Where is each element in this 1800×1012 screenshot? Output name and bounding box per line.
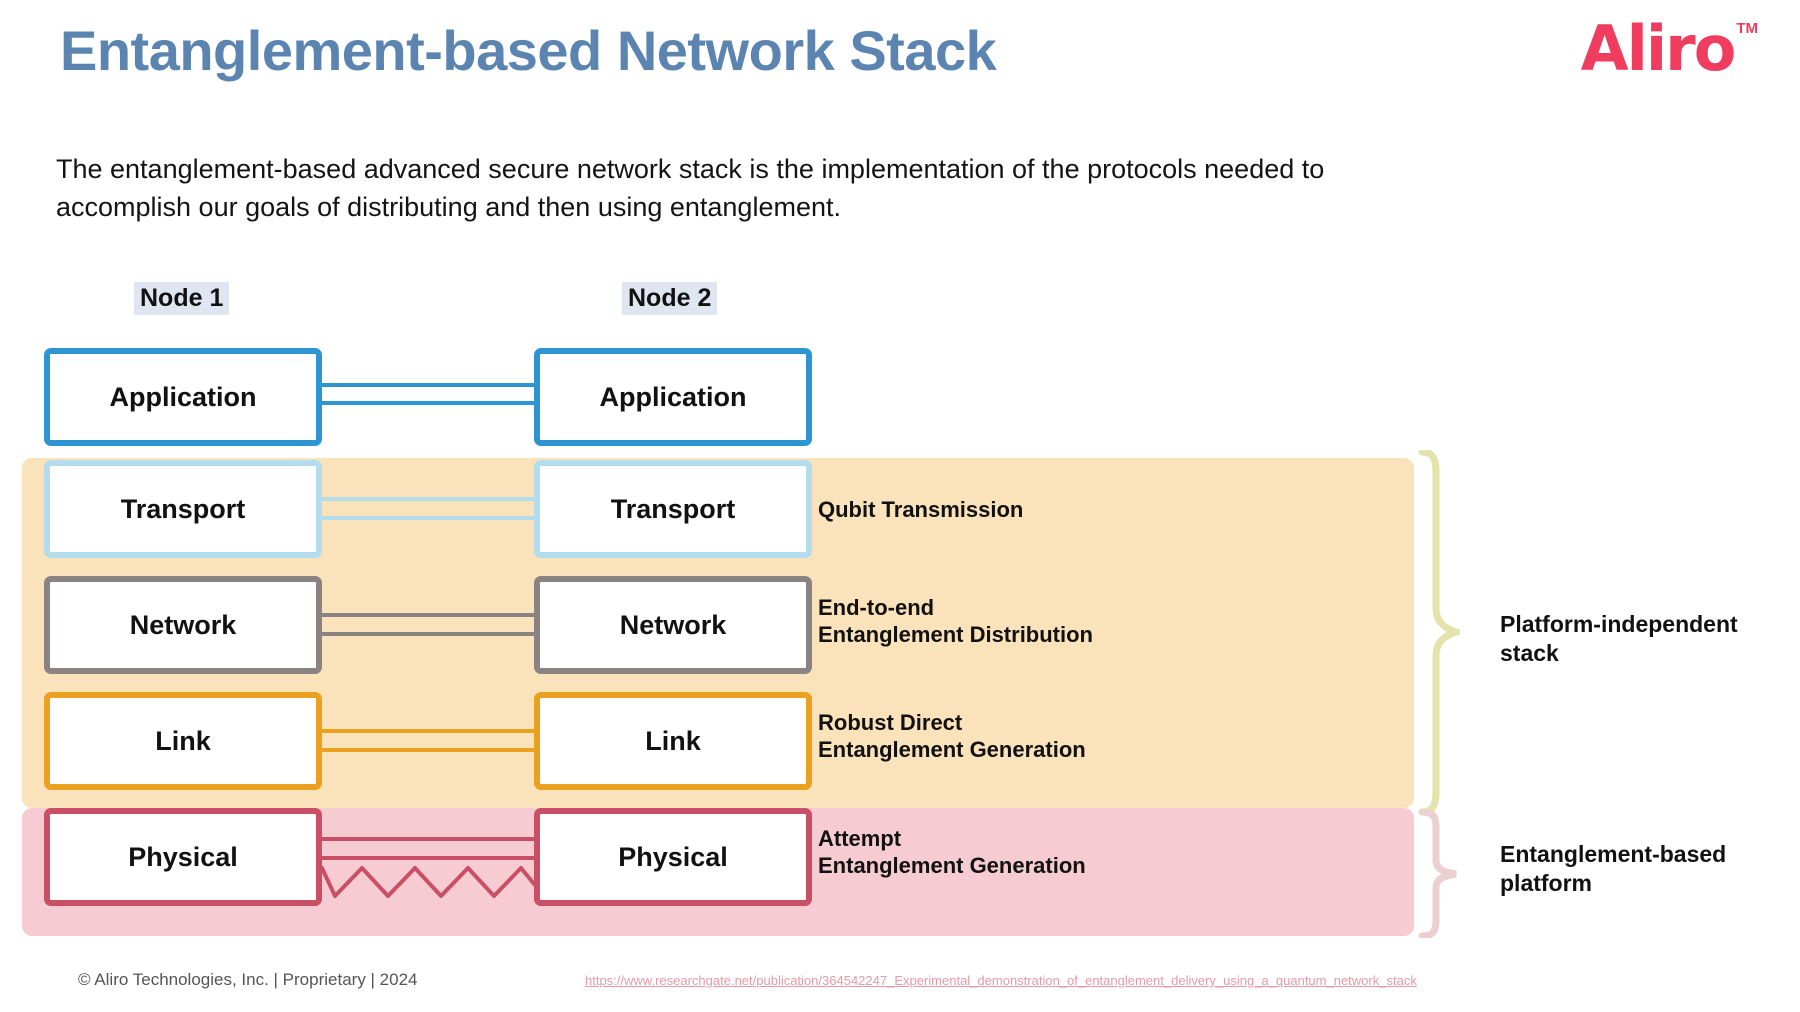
layer-label: Application: [599, 381, 747, 412]
brace-platform-independent-icon: [1418, 450, 1460, 814]
connector-application-1: [322, 383, 534, 387]
brace-label-entanglement-platform: Entanglement-based platform: [1500, 841, 1727, 896]
layer-box-node1-network[interactable]: Network: [44, 576, 322, 674]
connector-application-2: [322, 401, 534, 405]
brace-label-platform-independent: Platform-independent stack: [1500, 611, 1738, 666]
layer-label: Transport: [120, 493, 246, 524]
layer-box-node1-physical[interactable]: Physical: [44, 808, 322, 906]
node-2-label: Node 2: [622, 282, 718, 315]
connector-network-1: [322, 613, 534, 617]
layer-label: Link: [645, 725, 701, 756]
footer-source-link[interactable]: https://www.researchgate.net/publication…: [585, 973, 1417, 988]
brace-entanglement-platform-icon: [1418, 810, 1457, 938]
layer-box-node1-application[interactable]: Application: [44, 348, 322, 446]
annotation-physical: Attempt Entanglement Generation: [818, 826, 1086, 878]
node-1-label: Node 1: [134, 282, 230, 315]
layer-label: Physical: [618, 841, 728, 872]
connector-link-2: [322, 748, 534, 752]
layer-label: Network: [129, 609, 237, 640]
layer-label: Network: [619, 609, 727, 640]
layer-label: Transport: [610, 493, 736, 524]
layer-box-node2-transport[interactable]: Transport: [534, 460, 812, 558]
connector-physical-2: [322, 856, 534, 860]
zigzag-entanglement-icon: [322, 866, 534, 898]
connector-transport-1: [322, 497, 534, 501]
layer-box-node1-link[interactable]: Link: [44, 692, 322, 790]
connector-transport-2: [322, 516, 534, 520]
layer-box-node2-network[interactable]: Network: [534, 576, 812, 674]
aliro-logo: Aliro TM: [1581, 18, 1758, 82]
layer-label: Link: [155, 725, 211, 756]
connector-link-1: [322, 729, 534, 733]
trademark-symbol: TM: [1736, 20, 1758, 37]
connector-network-2: [322, 632, 534, 636]
logo-wordmark: Aliro: [1580, 12, 1737, 85]
layer-box-node2-physical[interactable]: Physical: [534, 808, 812, 906]
layer-label: Application: [109, 381, 257, 412]
layer-label: Physical: [128, 841, 238, 872]
page-title: Entanglement-based Network Stack: [60, 19, 997, 82]
annotation-transport: Qubit Transmission: [818, 497, 1024, 522]
annotation-link: Robust Direct Entanglement Generation: [818, 710, 1086, 762]
layer-box-node1-transport[interactable]: Transport: [44, 460, 322, 558]
footer-copyright: © Aliro Technologies, Inc. | Proprietary…: [78, 970, 418, 989]
layer-box-node2-link[interactable]: Link: [534, 692, 812, 790]
layer-box-node2-application[interactable]: Application: [534, 348, 812, 446]
subtitle-text: The entanglement-based advanced secure n…: [56, 154, 1325, 223]
annotation-network: End-to-end Entanglement Distribution: [818, 595, 1093, 647]
connector-physical-1: [322, 837, 534, 841]
